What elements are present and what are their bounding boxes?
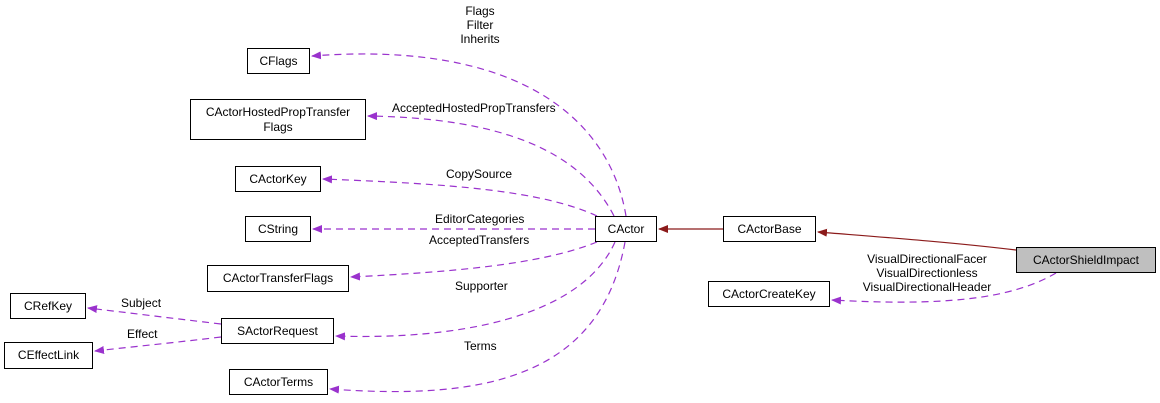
node-label: CEffectLink xyxy=(17,348,80,362)
node-label: CActorShieldImpact xyxy=(1032,252,1140,267)
edge-label-line: VisualDirectionless xyxy=(876,266,978,280)
edge-label-line: Flags xyxy=(465,4,495,18)
edge-label-subject: Subject xyxy=(121,296,162,310)
node-label: CFlags xyxy=(259,53,298,68)
edge-label-line: Inherits xyxy=(460,32,500,46)
node-cactorterms[interactable]: CActorTerms xyxy=(229,369,328,395)
node-label: CActorHostedPropTransfer xyxy=(205,104,351,119)
node-cactorcreatekey[interactable]: CActorCreateKey xyxy=(708,281,830,307)
edge-label-editorcategories: EditorCategories xyxy=(435,212,525,226)
edge-label-supporter: Supporter xyxy=(455,279,508,293)
edge-subject xyxy=(87,305,222,325)
edge-label-line: Filter xyxy=(466,18,494,32)
node-cactorkey[interactable]: CActorKey xyxy=(235,166,321,192)
node-cactorbase[interactable]: CActorBase xyxy=(723,216,816,242)
node-ceffectlink[interactable]: CEffectLink xyxy=(4,342,93,369)
node-cflags[interactable]: CFlags xyxy=(247,48,310,74)
node-cactor[interactable]: CActor xyxy=(595,216,657,242)
edge-terms xyxy=(329,241,626,394)
edge-label-acceptedtransfers: AcceptedTransfers xyxy=(429,233,530,247)
node-crefkey[interactable]: CRefKey xyxy=(10,293,86,319)
node-label: SActorRequest xyxy=(237,323,318,338)
node-cactorshieldimpact[interactable]: CActorShieldImpact xyxy=(1016,247,1156,273)
node-label: CActorTransferFlags xyxy=(222,271,334,285)
edge-label-effect: Effect xyxy=(127,327,158,341)
node-label: CRefKey xyxy=(23,298,73,313)
edge-label-line: VisualDirectionalFacer xyxy=(867,252,987,266)
edge-hosted xyxy=(367,112,615,217)
edge-inherit-shieldimpact xyxy=(817,228,1017,251)
edge-acceptedtransfers xyxy=(350,241,598,281)
node-label: CActor xyxy=(607,221,645,236)
node-label: CActorCreateKey xyxy=(722,286,816,301)
edge-label-copysource: CopySource xyxy=(446,167,513,181)
edge-label-hosted: AcceptedHostedPropTransfers xyxy=(392,101,556,115)
node-label: CString xyxy=(257,221,298,236)
edge-label-line: VisualDirectionalHeader xyxy=(862,280,992,294)
edge-label-terms: Terms xyxy=(464,339,497,353)
node-sactorrequest[interactable]: SActorRequest xyxy=(221,318,334,344)
node-label: CActorBase xyxy=(737,221,802,236)
node-cstring[interactable]: CString xyxy=(245,216,311,242)
edge-flags xyxy=(311,51,627,217)
edge-effect xyxy=(94,336,222,354)
edge-copysource xyxy=(322,175,598,217)
node-cactortransferflags[interactable]: CActorTransferFlags xyxy=(207,265,349,292)
node-label: CActorTerms xyxy=(243,374,314,389)
node-label: Flags xyxy=(263,119,293,134)
node-label: CActorKey xyxy=(249,171,307,186)
